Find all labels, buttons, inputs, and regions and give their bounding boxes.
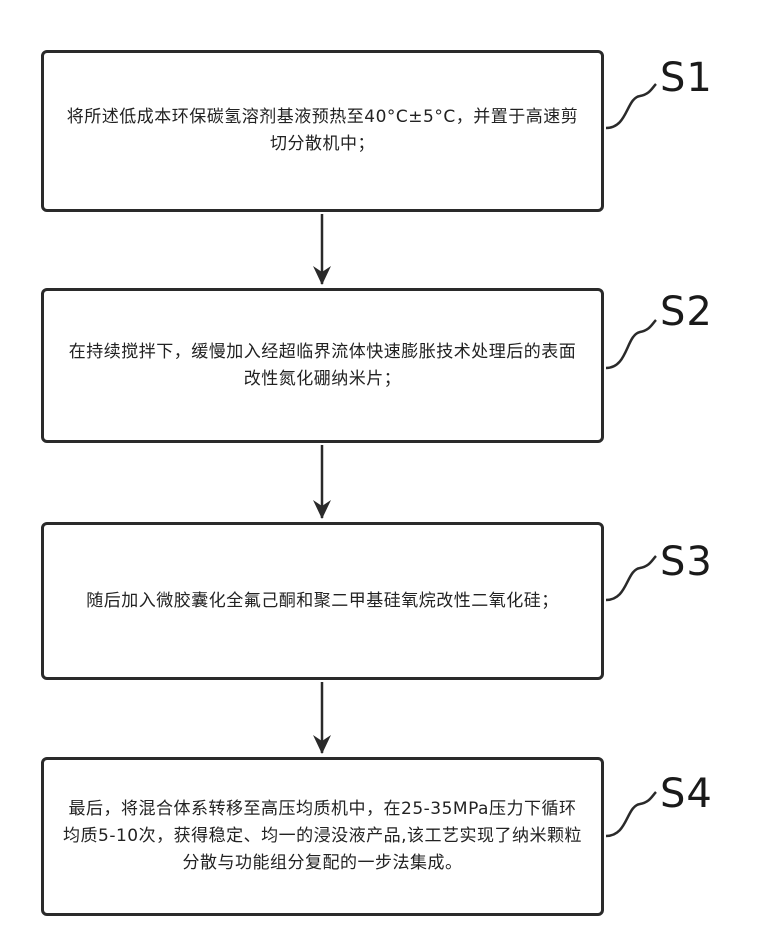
step-box-s4: 最后，将混合体系转移至高压均质机中，在25-35MPa压力下循环均质5-10次，… xyxy=(41,757,604,916)
leader-line-s3 xyxy=(606,556,656,600)
step-box-s3: 随后加入微胶囊化全氟己酮和聚二甲基硅氧烷改性二氧化硅； xyxy=(41,522,604,680)
step-label-s4: S4 xyxy=(660,774,713,814)
step-box-s2: 在持续搅拌下，缓慢加入经超临界流体快速膨胀技术处理后的表面改性氮化硼纳米片； xyxy=(41,288,604,443)
step-label-s2: S2 xyxy=(660,292,713,332)
step-label-s1: S1 xyxy=(660,58,713,98)
arrow-s1-to-s2 xyxy=(313,214,331,285)
step-text-s3: 随后加入微胶囊化全氟己酮和聚二甲基硅氧烷改性二氧化硅； xyxy=(86,588,559,615)
step-text-s4: 最后，将混合体系转移至高压均质机中，在25-35MPa压力下循环均质5-10次，… xyxy=(62,796,583,877)
arrow-s2-to-s3 xyxy=(313,445,331,519)
step-text-s2: 在持续搅拌下，缓慢加入经超临界流体快速膨胀技术处理后的表面改性氮化硼纳米片； xyxy=(62,339,583,393)
arrow-s3-to-s4 xyxy=(313,682,331,754)
step-text-s1: 将所述低成本环保碳氢溶剂基液预热至40°C±5°C，并置于高速剪切分散机中； xyxy=(62,104,583,158)
leader-line-s2 xyxy=(606,320,656,368)
leader-line-s1 xyxy=(606,84,656,128)
step-box-s1: 将所述低成本环保碳氢溶剂基液预热至40°C±5°C，并置于高速剪切分散机中； xyxy=(41,50,604,212)
leader-line-s4 xyxy=(606,792,656,836)
step-label-s3: S3 xyxy=(660,542,713,582)
